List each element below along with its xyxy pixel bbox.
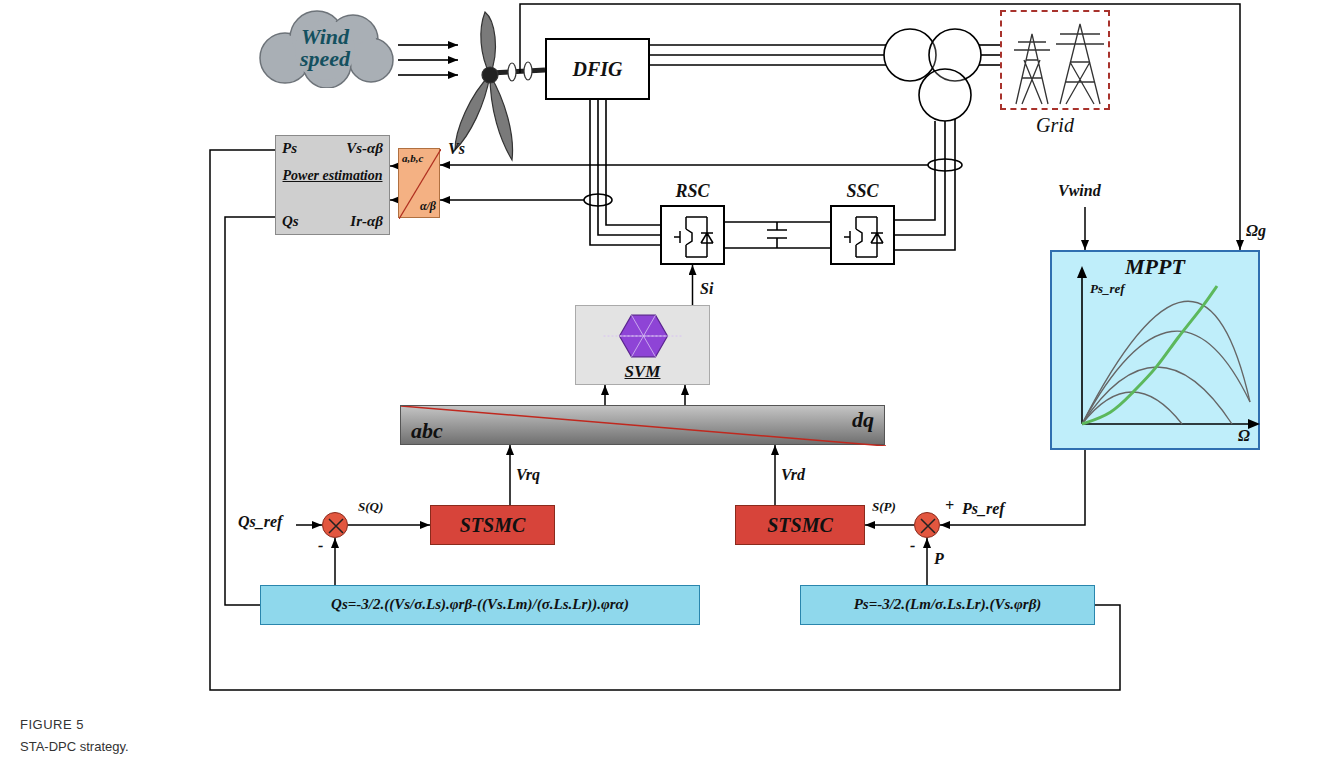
- signal-label: Ps_ref: [962, 500, 1005, 518]
- formula-box: Ps=-3/2.(Lm/σ.Ls.Lr).(Vs.φrβ): [800, 585, 1095, 625]
- node-label: α/β: [420, 200, 436, 214]
- node-label: abc: [411, 418, 443, 443]
- connector: [604, 385, 606, 405]
- sum-cross: [323, 513, 349, 539]
- cloud-shape: Wind speed: [255, 8, 395, 88]
- connector: [725, 221, 830, 223]
- estimation-box: Ps Vs-αβPower estimationQs Ir-αβ: [275, 135, 390, 235]
- node-label: STSMC: [767, 514, 833, 537]
- signal-label: S(Q): [358, 500, 383, 515]
- signal-label: Vs: [448, 140, 465, 158]
- node-label: MPPT: [1052, 254, 1258, 279]
- dc-link: [725, 222, 830, 248]
- node-label: +: [945, 497, 954, 515]
- node-label: Ω: [1238, 427, 1250, 445]
- node-label: Ps=-3/2.(Lm/σ.Ls.Lr).(Vs.φrβ): [854, 596, 1042, 613]
- connector: [348, 524, 430, 526]
- node-label: SVM: [576, 362, 709, 382]
- power-curve-chart: [1052, 252, 1262, 452]
- converter-box: a,b,c α/β: [398, 148, 440, 218]
- signal-label: Vrd: [781, 466, 805, 484]
- sum-junction: +-: [914, 512, 940, 538]
- node-label: Qs=-3/2.((Vs/σ.Ls).φrβ-((Vs.Lm)/(σ.Ls.Lr…: [331, 596, 629, 613]
- node-label: Power estimation: [276, 168, 389, 184]
- signal-label: P: [934, 550, 944, 568]
- node-label: Qs: [282, 213, 299, 230]
- connector: [692, 265, 694, 305]
- converter-box: RSC: [660, 205, 725, 265]
- signal-label: Qs_ref: [238, 513, 282, 531]
- connector: [940, 450, 1085, 525]
- generator-box: DFIG: [545, 38, 650, 100]
- grid-side-lines: [895, 119, 962, 250]
- connector: [334, 538, 336, 585]
- formula-box: Qs=-3/2.((Vs/σ.Ls).φrβ-((Vs.Lm)/(σ.Ls.Lr…: [260, 585, 700, 625]
- controller-box: STSMC: [735, 505, 865, 545]
- signal-label: Si: [700, 280, 713, 298]
- connector: [390, 199, 398, 201]
- sum-junction: -: [322, 512, 348, 538]
- node-label: -: [318, 537, 323, 555]
- controller-box: STSMC: [430, 505, 555, 545]
- node-label: Vs-αβ: [346, 140, 383, 157]
- node-label: a,b,c: [402, 152, 423, 165]
- signal-label: Vwind: [1058, 182, 1101, 200]
- transform-box: abc dq: [400, 405, 885, 445]
- wind-arrows: [398, 45, 458, 75]
- grid-box: Grid: [1000, 10, 1110, 110]
- node-label: Ps_ref: [1090, 282, 1125, 297]
- figure-caption: STA-DPC strategy.: [20, 740, 129, 755]
- sum-cross: [915, 513, 941, 539]
- signal-label: Ωg: [1246, 222, 1266, 240]
- svm-box: SVM: [575, 305, 710, 385]
- node-label: DFIG: [572, 58, 622, 81]
- converter-box: SSC: [830, 205, 895, 265]
- connector: [509, 445, 511, 505]
- connector: [684, 385, 686, 405]
- mppt-box: MPPT Ps_refΩ: [1050, 250, 1260, 450]
- wind-turbine: [455, 12, 545, 160]
- transform-diagonal: [401, 406, 886, 446]
- pylon-icons: [1002, 12, 1112, 112]
- node-label: STSMC: [460, 514, 526, 537]
- connector: [926, 538, 928, 585]
- node-label: Ir-αβ: [350, 213, 383, 230]
- node-label: Grid: [1002, 114, 1108, 137]
- node-label: SSC: [832, 181, 893, 202]
- connector: [390, 165, 398, 167]
- rotor-lines: [584, 100, 660, 245]
- node-label: RSC: [662, 181, 723, 202]
- connector: [774, 445, 776, 505]
- igbt-symbol: [832, 207, 897, 267]
- transformer-symbol: [884, 29, 981, 121]
- connector: [865, 524, 914, 526]
- igbt-symbol: [662, 207, 727, 267]
- node-label: -: [910, 537, 915, 555]
- signal-label: Vrq: [516, 466, 540, 484]
- signal-label: S(P): [872, 500, 896, 515]
- connector: [225, 217, 275, 605]
- figure-number: FIGURE 5: [20, 718, 84, 733]
- node-label: Ps: [282, 140, 297, 157]
- node-label: dq: [852, 407, 874, 432]
- node-label: Wind speed: [275, 26, 375, 70]
